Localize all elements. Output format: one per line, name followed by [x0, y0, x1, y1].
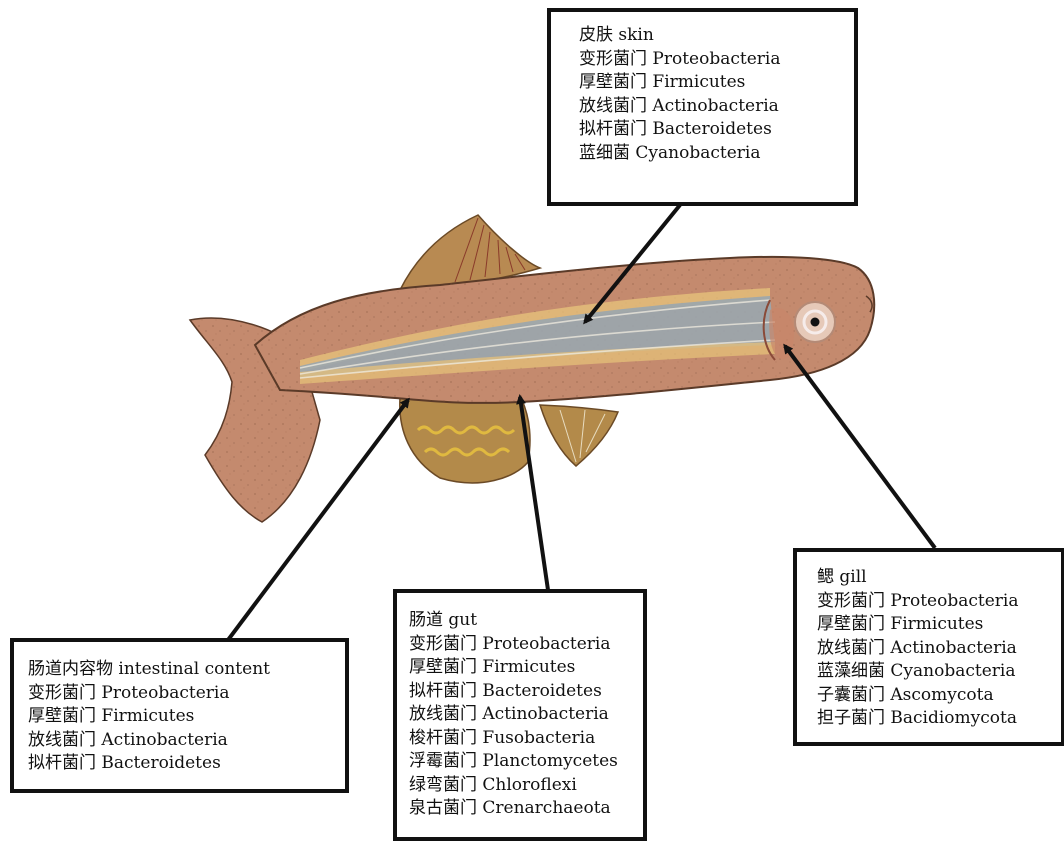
gut-item: 变形菌门 Proteobacteria: [409, 633, 643, 657]
gut-item: 拟杆菌门 Bacteroidetes: [409, 680, 643, 704]
gut-item: 泉古菌门 Crenarchaeota: [409, 797, 643, 821]
gill-item: 变形菌门 Proteobacteria: [817, 590, 1061, 614]
skin-label-box: 皮肤 skin 变形菌门 Proteobacteria 厚壁菌门 Firmicu…: [547, 8, 858, 206]
intestine-item: 拟杆菌门 Bacteroidetes: [28, 752, 345, 776]
skin-item: 变形菌门 Proteobacteria: [579, 48, 854, 72]
gut-item: 浮霉菌门 Planctomycetes: [409, 750, 643, 774]
gut-item: 厚壁菌门 Firmicutes: [409, 656, 643, 680]
intestine-item: 厚壁菌门 Firmicutes: [28, 705, 345, 729]
intestine-item: 变形菌门 Proteobacteria: [28, 682, 345, 706]
gill-item: 子囊菌门 Ascomycota: [817, 684, 1061, 708]
gut-item: 放线菌门 Actinobacteria: [409, 703, 643, 727]
gill-arrow: [785, 346, 935, 548]
gill-item: 担子菌门 Bacidiomycota: [817, 707, 1061, 731]
gill-item: 厚壁菌门 Firmicutes: [817, 613, 1061, 637]
anal-fin: [400, 398, 530, 483]
gut-arrow: [520, 397, 548, 590]
gill-item: 蓝藻细菌 Cyanobacteria: [817, 660, 1061, 684]
gut-item: 绿弯菌门 Chloroflexi: [409, 774, 643, 798]
skin-item: 厚壁菌门 Firmicutes: [579, 71, 854, 95]
gill-label-box: 鳃 gill 变形菌门 Proteobacteria 厚壁菌门 Firmicut…: [793, 548, 1064, 746]
gut-label-box: 肠道 gut 变形菌门 Proteobacteria 厚壁菌门 Firmicut…: [393, 589, 647, 841]
intestine-item: 放线菌门 Actinobacteria: [28, 729, 345, 753]
pelvic-fin: [540, 405, 618, 466]
gill-item: 放线菌门 Actinobacteria: [817, 637, 1061, 661]
intestine-title: 肠道内容物 intestinal content: [28, 658, 345, 682]
intestinal-content-label-box: 肠道内容物 intestinal content 变形菌门 Proteobact…: [10, 638, 349, 793]
skin-item: 拟杆菌门 Bacteroidetes: [579, 118, 854, 142]
skin-item: 蓝细菌 Cyanobacteria: [579, 142, 854, 166]
gill-title: 鳃 gill: [817, 566, 1061, 590]
skin-item: 放线菌门 Actinobacteria: [579, 95, 854, 119]
gut-item: 梭杆菌门 Fusobacteria: [409, 727, 643, 751]
skin-title: 皮肤 skin: [579, 24, 854, 48]
gut-title: 肠道 gut: [409, 609, 643, 633]
